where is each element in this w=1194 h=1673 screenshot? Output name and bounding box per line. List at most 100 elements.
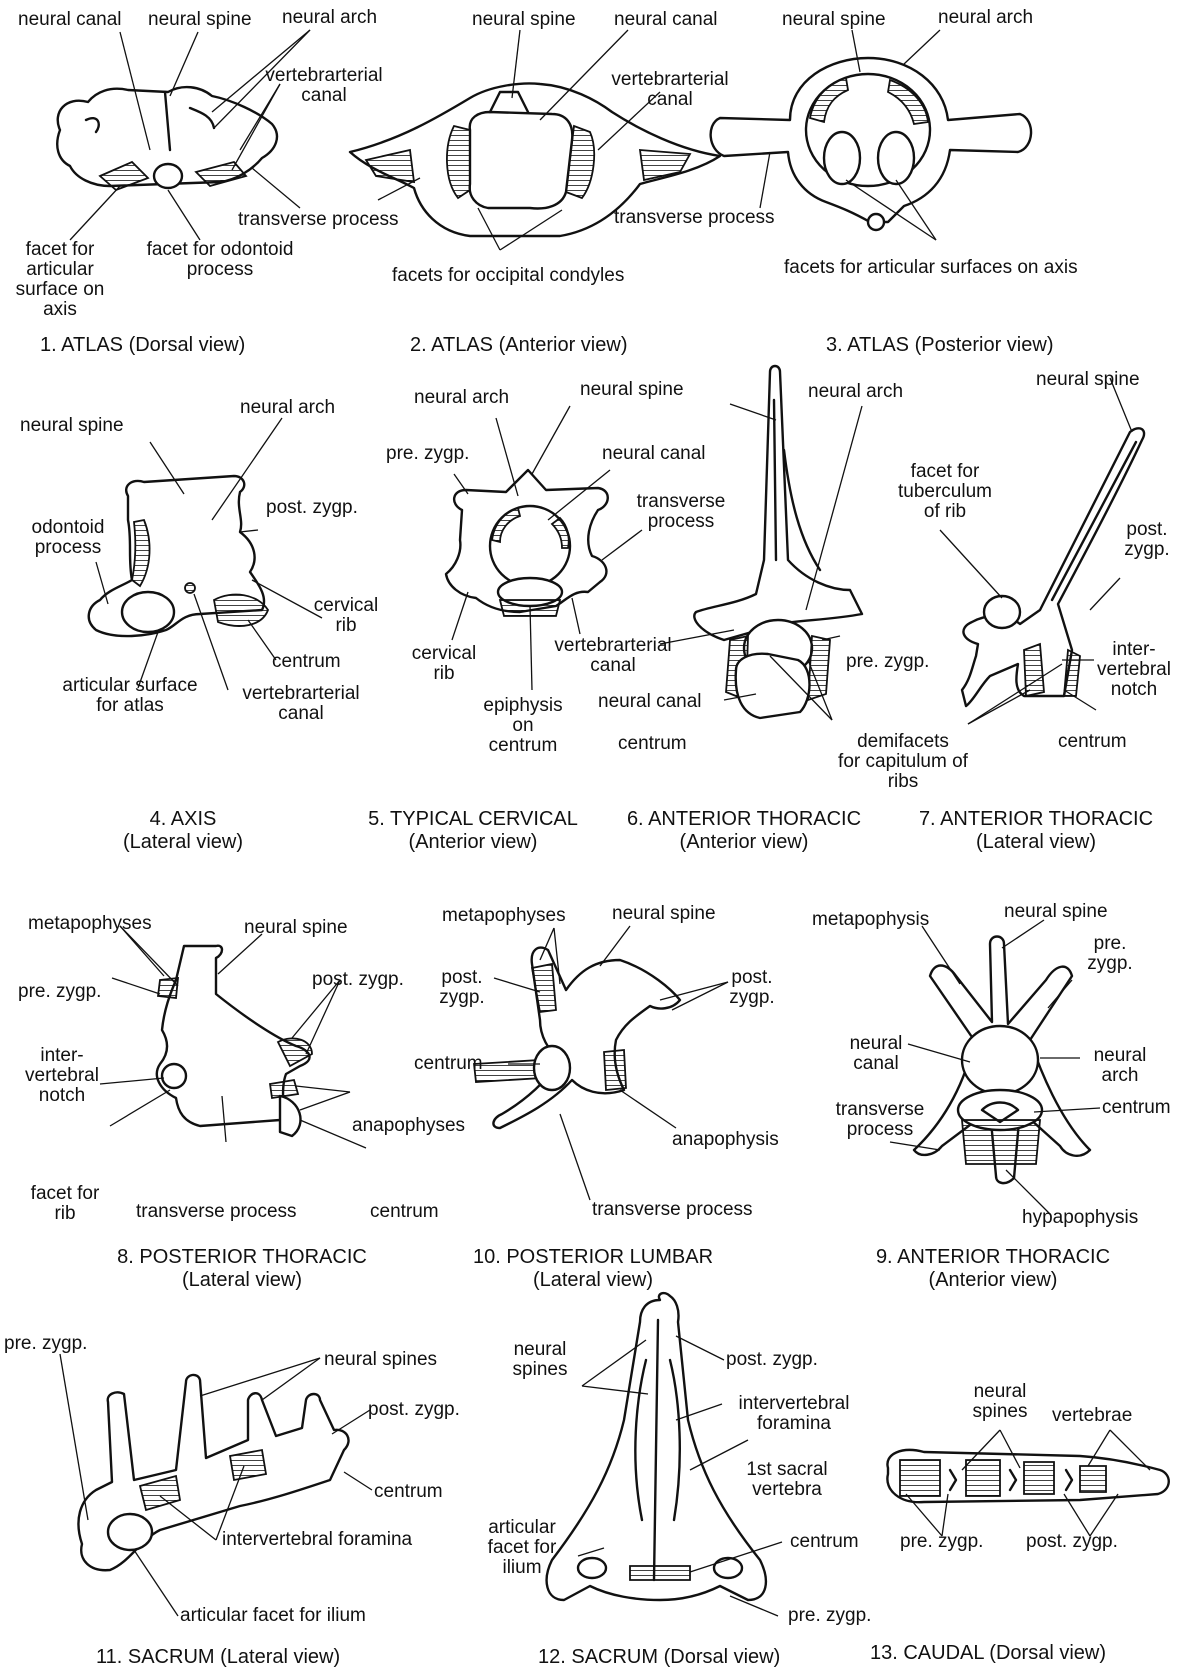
f10-post-zygp-r-line1: post. [722, 968, 782, 988]
f2-neural-canal: neural canal [614, 10, 718, 30]
f4-vert-canal-line2: canal [224, 704, 378, 724]
f1-transverse-process: transverse process [238, 210, 399, 230]
f5-neural-arch: neural arch [414, 388, 509, 408]
f12-post-zygp: post. zygp. [726, 1350, 818, 1370]
f7-inter-line1: inter- [1084, 640, 1184, 660]
f7-facet-tub-line2: tuberculum [880, 482, 1010, 502]
f5-pre-zygp: pre. zygp. [386, 444, 469, 464]
f8-transverse-process: transverse process [136, 1202, 297, 1222]
f6-caption-line1: 6. ANTERIOR THORACIC [612, 808, 876, 831]
f9-neural-arch-line1: neural [1080, 1046, 1160, 1066]
f6-demifacets-line2: for capitulum of [818, 752, 988, 772]
f12-interv-line2: foramina [724, 1414, 864, 1434]
f10-post-zygp-l-line1: post. [432, 968, 492, 988]
f5-transverse-process: transverse process [626, 492, 736, 532]
f4-articular-surface: articular surface for atlas [40, 676, 220, 716]
f13-pre-zygp: pre. zygp. [900, 1532, 983, 1552]
f12-art-facet-line3: ilium [474, 1558, 570, 1578]
f5-vert-canal-line1: vertebrarterial [538, 636, 688, 656]
f13-post-zygp: post. zygp. [1026, 1532, 1118, 1552]
f12-centrum: centrum [790, 1532, 859, 1552]
f7-caption: 7. ANTERIOR THORACIC (Lateral view) [896, 808, 1176, 854]
f2-caption: 2. ATLAS (Anterior view) [410, 334, 627, 357]
f8-neural-spine: neural spine [244, 918, 348, 938]
f7-facet-tub-line3: of rib [880, 502, 1010, 522]
f5-caption-line2: (Anterior view) [350, 831, 596, 854]
f4-odontoid-line1: odontoid [20, 518, 116, 538]
f5-caption-line1: 5. TYPICAL CERVICAL [350, 808, 596, 831]
f8-facet-rib-line2: rib [20, 1204, 110, 1224]
f12-art-facet-line2: facet for [474, 1538, 570, 1558]
f9-neural-canal-line1: neural [836, 1034, 916, 1054]
f10-post-zygp-left: post. zygp. [432, 968, 492, 1008]
f7-caption-line1: 7. ANTERIOR THORACIC [896, 808, 1176, 831]
f7-centrum: centrum [1058, 732, 1127, 752]
fig13-caudal-dorsal-drawing [887, 1450, 1168, 1502]
f11-pre-zygp: pre. zygp. [4, 1334, 87, 1354]
f11-articular-facet: articular facet for ilium [180, 1606, 366, 1626]
f7-post-zygp: post. zygp. [1114, 520, 1180, 560]
f8-inter-line3: notch [14, 1086, 110, 1106]
f4-neural-spine: neural spine [20, 416, 124, 436]
f13-caption: 13. CAUDAL (Dorsal view) [870, 1642, 1106, 1665]
f6-centrum: centrum [618, 734, 687, 754]
f1-facet-od-line2: process [130, 260, 310, 280]
f1-facet-articular: facet for articular surface on axis [10, 240, 110, 320]
f7-facet-tub-line1: facet for [880, 462, 1010, 482]
f6-demifacets: demifacets for capitulum of ribs [818, 732, 988, 792]
f10-post-zygp-right: post. zygp. [722, 968, 782, 1008]
f7-post-zygp-line2: zygp. [1114, 540, 1180, 560]
f12-neural-spines-line1: neural [500, 1340, 580, 1360]
f8-inter-line2: vertebral [14, 1066, 110, 1086]
f4-post-zygp: post. zygp. [266, 498, 358, 518]
fig8-post-thoracic-drawing [157, 946, 312, 1136]
f13-neural-spines-line1: neural [960, 1382, 1040, 1402]
f8-anapophyses: anapophyses [352, 1116, 465, 1136]
f2-vert-canal-line2: canal [600, 90, 740, 110]
f6-neural-canal: neural canal [598, 692, 702, 712]
f5-caption: 5. TYPICAL CERVICAL (Anterior view) [350, 808, 596, 854]
f6-caption: 6. ANTERIOR THORACIC (Anterior view) [612, 808, 876, 854]
f9-transverse-process: transverse process [820, 1100, 940, 1140]
f5-vert-canal-line2: canal [538, 656, 688, 676]
f9-pre-zygp-line2: zygp. [1070, 954, 1150, 974]
f12-first-sacral-vertebra: 1st sacral vertebra [732, 1460, 842, 1500]
f8-pre-zygp: pre. zygp. [18, 982, 101, 1002]
f1-neural-canal: neural canal [18, 10, 122, 30]
f1-vertebrarterial-canal: vertebrarterial canal [258, 66, 390, 106]
f11-intervertebral-foramina: intervertebral foramina [222, 1530, 412, 1550]
f9-pre-zygp: pre. zygp. [1070, 934, 1150, 974]
f6-demifacets-line3: ribs [818, 772, 988, 792]
f1-facet-od-line1: facet for odontoid [130, 240, 310, 260]
f1-facet-art-line1: facet for [10, 240, 110, 260]
f7-intervertebral-notch: inter- vertebral notch [1084, 640, 1184, 700]
f11-neural-spines: neural spines [324, 1350, 437, 1370]
f6-caption-line2: (Anterior view) [612, 831, 876, 854]
f8-facet-rib-line1: facet for [20, 1184, 110, 1204]
f10-post-zygp-l-line2: zygp. [432, 988, 492, 1008]
f12-interv-line1: intervertebral [724, 1394, 864, 1414]
f7-facet-tuberculum: facet for tuberculum of rib [880, 462, 1010, 522]
f1-neural-arch: neural arch [282, 8, 377, 28]
f9-transverse-line1: transverse [820, 1100, 940, 1120]
f8-centrum: centrum [370, 1202, 439, 1222]
f9-metapophysis: metapophysis [812, 910, 929, 930]
f9-centrum: centrum [1102, 1098, 1171, 1118]
f2-vertebrarterial-canal: vertebrarterial canal [600, 70, 740, 110]
f13-vertebrae: vertebrae [1052, 1406, 1132, 1426]
f12-pre-zygp: pre. zygp. [788, 1606, 871, 1626]
f5-cervical-rib-line2: rib [404, 664, 484, 684]
f9-transverse-line2: process [820, 1120, 940, 1140]
f13-neural-spines: neural spines [960, 1382, 1040, 1422]
f7-inter-line2: vertebral [1084, 660, 1184, 680]
f5-epiphysis-line2: on [468, 716, 578, 736]
f12-art-facet-line1: articular [474, 1518, 570, 1538]
f7-neural-spine: neural spine [1036, 370, 1140, 390]
f11-post-zygp: post. zygp. [368, 1400, 460, 1420]
fig9-ant-thoracic-drawing [914, 937, 1090, 1184]
f4-vert-canal-line1: vertebrarterial [224, 684, 378, 704]
f8-facet-rib: facet for rib [20, 1184, 110, 1224]
f5-neural-canal: neural canal [602, 444, 706, 464]
f9-neural-canal-line2: canal [836, 1054, 916, 1074]
f9-neural-arch-line2: arch [1080, 1066, 1160, 1086]
